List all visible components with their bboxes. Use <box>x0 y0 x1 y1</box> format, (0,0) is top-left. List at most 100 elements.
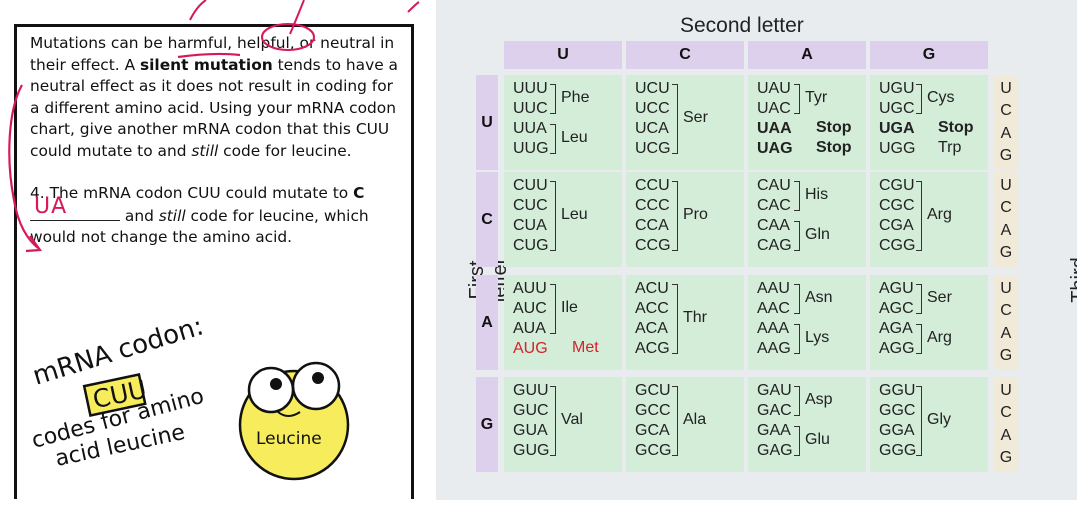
codon: CUU <box>513 177 548 194</box>
second-letter-a: A <box>748 41 866 69</box>
cartoon-line-3: acid leucine <box>53 420 187 472</box>
codon-chart: Second letter First letter Third letter … <box>436 0 1077 500</box>
amino-acid-label: Ser <box>927 289 952 306</box>
para-text: code for leucine. <box>218 141 352 160</box>
codon: GAA <box>757 422 791 439</box>
codon: CGG <box>879 237 916 254</box>
third-letter-a: A <box>1000 221 1012 239</box>
first-letter-c: C <box>476 172 498 267</box>
codon: GAG <box>757 442 793 459</box>
codon-bracket <box>672 284 678 354</box>
worksheet-text: Mutations can be harmful, helpful, or ne… <box>30 33 406 249</box>
codon: AUU <box>513 280 547 297</box>
codon: UGU <box>879 80 915 97</box>
answer-blank[interactable]: UA <box>30 195 120 221</box>
codon: GUU <box>513 382 549 399</box>
cartoon-line-2: codes for amino <box>29 384 207 454</box>
codon: CAG <box>757 237 792 254</box>
para-text: Mutations can be <box>30 34 168 52</box>
codon: GGG <box>879 442 917 459</box>
question-text: code for leucine, which would not change… <box>30 206 369 247</box>
codon: AGC <box>879 300 914 317</box>
amino-acid-label: Trp <box>938 139 962 156</box>
amino-acid-label: Leu <box>561 129 588 146</box>
third-letter-u: U <box>1000 381 1012 399</box>
para-text: , or neutral in their effect. A <box>30 34 395 74</box>
sheet-top-border <box>14 24 414 27</box>
amino-acid-label: Val <box>561 411 583 428</box>
word-still: still <box>191 141 219 160</box>
codon: ACU <box>635 280 669 297</box>
codon: CAC <box>757 197 791 214</box>
codon-bracket <box>794 324 800 354</box>
third-letter-label: Third letter <box>1068 257 1077 303</box>
codon: CGU <box>879 177 915 194</box>
codon-bracket <box>916 386 922 456</box>
codon-bracket <box>550 84 556 114</box>
amino-acid-label: Tyr <box>805 89 828 106</box>
amino-acid-label: Met <box>572 339 599 356</box>
cartoon-illustration: mRNA codon: CUU codes for amino acid leu… <box>29 311 350 481</box>
codon: CUC <box>513 197 548 214</box>
codon: AAU <box>757 280 790 297</box>
third-letter-c: C <box>1000 199 1012 217</box>
amino-acid-label: Ser <box>683 109 708 126</box>
third-letter-c: C <box>1000 404 1012 422</box>
codon: AAA <box>757 320 790 337</box>
codon: UAG <box>757 140 793 157</box>
amino-acid-label: Gly <box>927 411 951 428</box>
codon: AUA <box>513 320 546 337</box>
annotation-stroke-top <box>189 0 207 21</box>
codon: AUC <box>513 300 547 317</box>
sheet-left-border <box>14 24 17 499</box>
cartoon-codon: CUU <box>90 375 149 415</box>
codon: AAG <box>757 340 791 357</box>
codon: GGU <box>879 382 916 399</box>
codon-bracket <box>794 386 800 416</box>
second-letter-u: U <box>504 41 622 69</box>
codon: GCG <box>635 442 672 459</box>
codon: UAC <box>757 100 791 117</box>
word-harmful: harmful <box>167 34 228 52</box>
codon-bracket <box>794 84 800 114</box>
codon: GUG <box>513 442 550 459</box>
second-letter-g: G <box>870 41 988 69</box>
amino-acid-label: Cys <box>927 89 955 106</box>
codon-bracket <box>550 284 556 334</box>
codon: CCU <box>635 177 670 194</box>
codon-bracket <box>916 181 922 251</box>
amino-acid-label: Glu <box>805 431 830 448</box>
codon: UUA <box>513 120 547 137</box>
codon: GAU <box>757 382 792 399</box>
amino-acid-label: Gln <box>805 226 830 243</box>
codon-bracket <box>672 386 678 456</box>
cartoon-label: mRNA codon: <box>29 311 207 391</box>
codon: AGA <box>879 320 913 337</box>
codon: GUA <box>513 422 548 439</box>
annotation-top-right <box>407 1 420 13</box>
second-letter-c: C <box>626 41 744 69</box>
handwritten-answer: UA <box>34 193 68 219</box>
codon: UUC <box>513 100 548 117</box>
codon: CGC <box>879 197 915 214</box>
codon: ACG <box>635 340 670 357</box>
third-letter-a: A <box>1000 426 1012 444</box>
codon-bracket <box>550 181 556 251</box>
codon-bracket <box>794 426 800 456</box>
amino-acid-label: Thr <box>683 309 707 326</box>
mascot-name: Leucine <box>256 429 322 449</box>
